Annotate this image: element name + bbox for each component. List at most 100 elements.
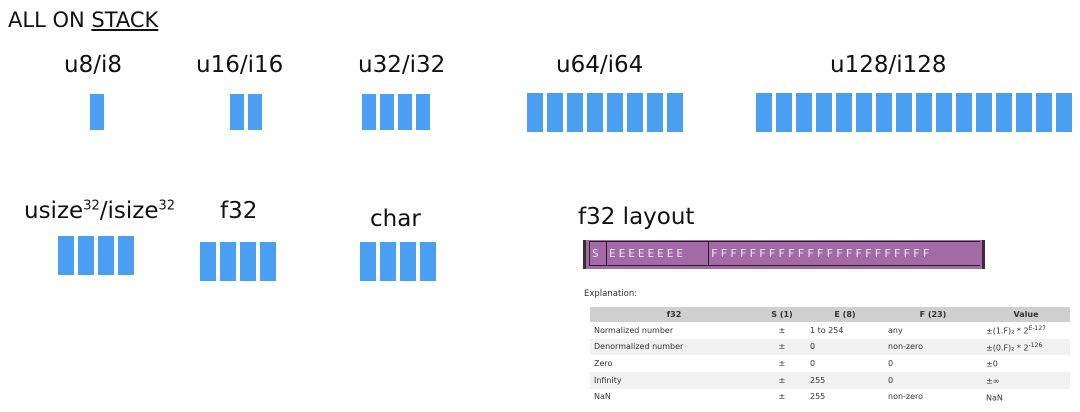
row2-1-byte (200, 242, 216, 281)
table-row: Normalized number ±1 to 254 any ±(1.F)₂ * 2… (590, 322, 1070, 339)
row1-2-byte (362, 94, 376, 130)
row1-4-byte (1016, 93, 1032, 132)
byte-blocks-char (360, 242, 440, 281)
table-cell: 0 (884, 371, 982, 389)
byte-blocks-f32 (200, 242, 280, 281)
type-label-u128: u128/i128 (830, 52, 947, 78)
col-header-e: E (8) (806, 307, 884, 322)
table-cell: ±0 (982, 355, 1070, 372)
cell-text: NaN (594, 392, 611, 402)
cell-text: ± (778, 375, 786, 385)
row2-1-byte (240, 242, 256, 281)
byte-blocks-u64 (527, 93, 687, 132)
f32-value-table: f32 S (1) E (8) F (23) Value Normalized … (590, 307, 1070, 405)
table-cell: any (884, 322, 982, 339)
table-cell: 0 (806, 355, 884, 372)
table-cell: Normalized number (590, 322, 758, 339)
row1-4-byte (816, 93, 832, 132)
cell-text: non-zero (888, 392, 924, 402)
type-label-u64: u64/i64 (556, 52, 644, 78)
row2-1-byte (220, 242, 236, 281)
row1-3-byte (527, 93, 543, 132)
cell-text: ±(1.F)₂ * 2 (986, 326, 1029, 336)
col-header-s: S (1) (758, 307, 806, 322)
row2-0-byte (98, 236, 114, 275)
row1-0-byte (90, 94, 104, 130)
cell-text: ± (778, 392, 786, 402)
row2-0-byte (58, 236, 74, 275)
table-cell: ± (758, 389, 806, 406)
table-cell: ± (758, 322, 806, 339)
row1-4-byte (876, 93, 892, 132)
row1-3-byte (547, 93, 563, 132)
type-label-usize: usize32/isize32 (24, 198, 175, 224)
cell-text: ± (778, 359, 786, 369)
type-label-char: char (370, 206, 421, 232)
f32-bit-layout: S EEEEEEEE FFFFFFFFFFFFFFFFFFFFFFF (583, 240, 985, 269)
row1-2-byte (380, 94, 394, 130)
cell-text: 0 (888, 359, 894, 369)
table-cell: Zero (590, 355, 758, 372)
table-header-row: f32 S (1) E (8) F (23) Value (590, 307, 1070, 322)
cell-text: any (888, 325, 903, 335)
row1-3-byte (627, 93, 643, 132)
cell-text: 0 (810, 342, 816, 352)
row1-3-byte (607, 93, 623, 132)
byte-blocks-u128 (756, 93, 1076, 132)
usize-bits: 32 (83, 198, 100, 214)
byte-blocks-u32 (362, 94, 434, 130)
layout-title: f32 layout (578, 204, 695, 230)
heading-underlined: STACK (91, 8, 159, 32)
cell-text: ±∞ (986, 376, 1000, 386)
table-cell: 255 (806, 389, 884, 406)
row2-2-byte (380, 242, 396, 281)
cell-text: ±(0.F)₂ * 2 (986, 343, 1029, 353)
row2-2-byte (360, 242, 376, 281)
explanation-label: Explanation: (584, 289, 638, 299)
row1-4-byte (1036, 93, 1052, 132)
table-cell: non-zero (884, 338, 982, 356)
table-cell: 255 (806, 371, 884, 389)
row1-2-byte (398, 94, 412, 130)
row1-4-byte (1056, 93, 1072, 132)
type-label-f32: f32 (220, 198, 258, 224)
row1-2-byte (416, 94, 430, 130)
table-row: Infinity ±255 0 ±∞ (590, 371, 1070, 389)
type-label-u16: u16/i16 (196, 52, 284, 78)
cell-text: Zero (594, 359, 613, 369)
type-label-u8: u8/i8 (64, 52, 122, 78)
row1-4-byte (916, 93, 932, 132)
table-cell: 0 (884, 355, 982, 372)
byte-blocks-usize (58, 236, 138, 275)
table-body: Normalized number ±1 to 254 any ±(1.F)₂ * 2… (590, 322, 1070, 405)
row1-1-byte (248, 94, 262, 130)
row1-4-byte (896, 93, 912, 132)
cell-text: Normalized number (594, 325, 674, 335)
row1-4-byte (796, 93, 812, 132)
table-cell: 0 (806, 338, 884, 356)
table-cell: ± (758, 338, 806, 356)
table-cell: 1 to 254 (806, 322, 884, 339)
table-cell: Infinity (590, 371, 758, 389)
table-cell: ± (758, 355, 806, 372)
cell-text: 255 (810, 392, 826, 402)
table-row: NaN ±255 non-zero NaN (590, 389, 1070, 406)
fraction-bits: FFFFFFFFFFFFFFFFFFFFFFF (708, 241, 980, 266)
row1-4-byte (936, 93, 952, 132)
col-header-f: F (23) (884, 307, 982, 322)
row1-4-byte (976, 93, 992, 132)
table-row: Denormalized number ±0 non-zero ±(0.F)₂ * 2… (590, 338, 1070, 356)
row2-1-byte (260, 242, 276, 281)
table-cell: NaN (982, 389, 1070, 406)
row1-3-byte (587, 93, 603, 132)
row2-2-byte (420, 242, 436, 281)
row2-2-byte (400, 242, 416, 281)
cell-text: Denormalized number (594, 342, 684, 352)
table-cell: ±∞ (982, 371, 1070, 389)
row1-4-byte (956, 93, 972, 132)
table-cell: Denormalized number (590, 338, 758, 356)
col-header-value: Value (982, 307, 1070, 322)
type-label-u32: u32/i32 (358, 52, 446, 78)
cell-text: 255 (810, 375, 826, 385)
cell-text: ±0 (986, 359, 998, 369)
